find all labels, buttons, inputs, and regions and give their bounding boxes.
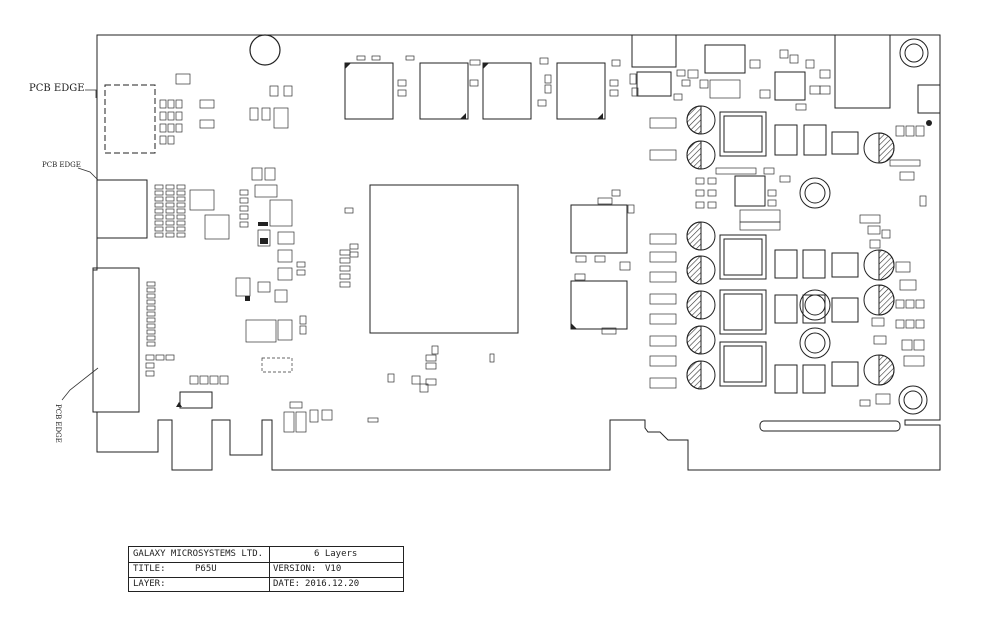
company-name: GALAXY MICROSYSTEMS LTD. xyxy=(133,549,264,559)
mosfet xyxy=(774,124,798,156)
connector xyxy=(96,179,148,239)
connector xyxy=(104,84,156,154)
memory-chip xyxy=(570,204,628,254)
memory-chip xyxy=(419,62,469,120)
inductor xyxy=(719,234,767,280)
memory-chip xyxy=(482,62,532,120)
mount-hole xyxy=(903,390,923,410)
mosfet xyxy=(831,297,859,323)
mosfet xyxy=(802,364,826,394)
memory-chip xyxy=(556,62,606,120)
title-label: TITLE: xyxy=(133,564,166,574)
mount-hole xyxy=(804,294,826,316)
mosfet xyxy=(802,294,826,324)
mosfet xyxy=(774,294,798,324)
mount-hole xyxy=(804,182,826,204)
pcie-key-slot xyxy=(759,420,901,432)
component xyxy=(704,44,746,74)
power-connector xyxy=(631,34,677,68)
version-label: VERSION: xyxy=(273,564,317,574)
mosfet xyxy=(802,249,826,279)
title-block: GALAXY MICROSYSTEMS LTD. 6 Layers TITLE:… xyxy=(128,546,404,592)
mount-hole xyxy=(799,327,831,359)
mount-hole xyxy=(249,34,281,66)
pcb-edge-label-mid: PCB EDGE xyxy=(42,161,81,169)
date-label: DATE: xyxy=(273,579,301,589)
edge-leader-line xyxy=(77,167,99,181)
gpu-chip xyxy=(369,184,519,334)
mount-hole xyxy=(904,43,924,63)
layer-count: 6 Layers xyxy=(314,549,358,559)
title-value: P65U xyxy=(195,564,217,574)
edge-leader-line xyxy=(61,367,99,401)
controller-ic xyxy=(734,175,766,207)
memory-chip xyxy=(570,280,628,330)
mosfet xyxy=(831,361,859,387)
capacitor-group xyxy=(686,105,895,390)
connector xyxy=(92,267,140,413)
version-value: V10 xyxy=(325,564,342,574)
pcb-edge-label-bottom: PCB EDGE xyxy=(54,404,62,443)
mount-hole xyxy=(799,289,831,321)
memory-chip xyxy=(344,62,394,120)
connector xyxy=(179,391,213,409)
mount-hole xyxy=(799,177,831,209)
component xyxy=(917,84,941,114)
mosfet xyxy=(774,249,798,279)
mount-hole xyxy=(899,38,929,68)
passive-components xyxy=(145,49,927,433)
board-outline xyxy=(92,34,941,471)
date-value: 2016.12.20 xyxy=(305,579,360,589)
mosfet xyxy=(774,364,798,394)
inductor xyxy=(719,111,767,157)
edge-leader-line xyxy=(85,89,97,98)
component xyxy=(636,71,672,97)
inductor xyxy=(719,341,767,387)
pcb-edge-label-top: PCB EDGE xyxy=(29,83,85,94)
component xyxy=(774,71,806,101)
mount-hole xyxy=(804,332,826,354)
mosfet xyxy=(831,131,859,155)
mount-hole xyxy=(898,385,928,415)
mosfet xyxy=(831,252,859,278)
layer-label: LAYER: xyxy=(133,579,166,589)
pin-markers xyxy=(176,120,932,407)
power-connector xyxy=(834,34,891,109)
mosfet xyxy=(803,124,827,156)
inductor xyxy=(719,289,767,335)
